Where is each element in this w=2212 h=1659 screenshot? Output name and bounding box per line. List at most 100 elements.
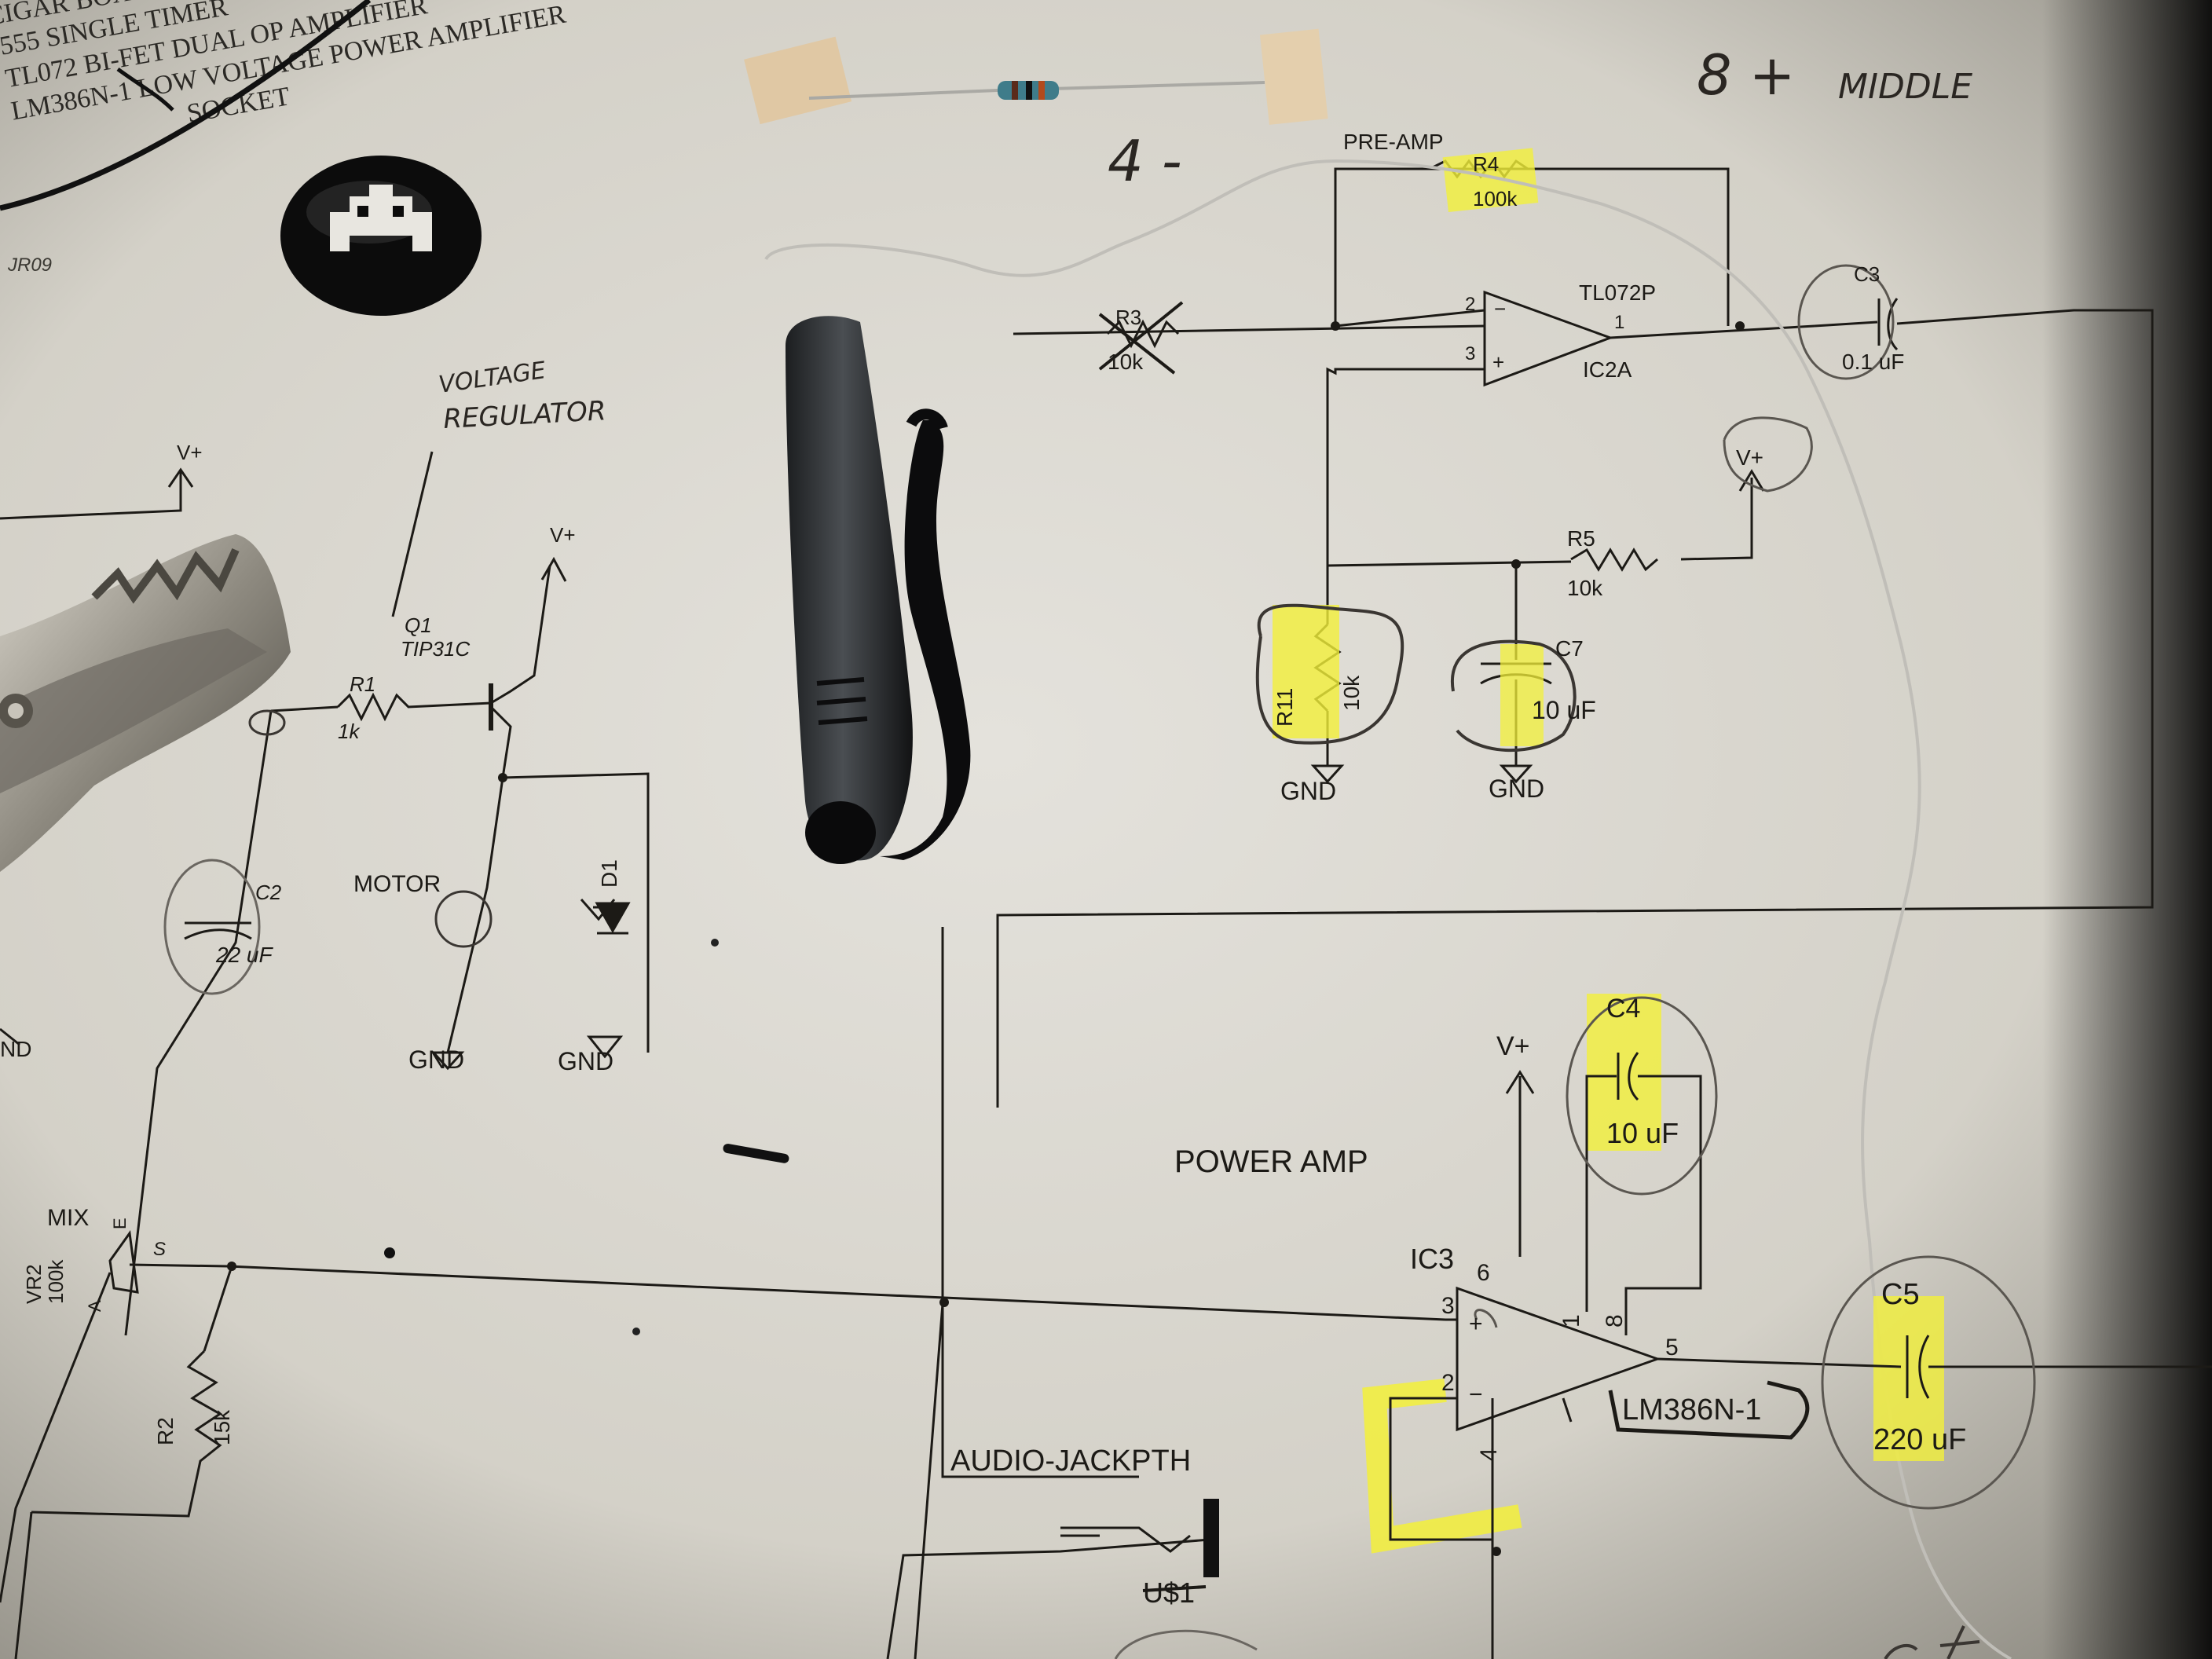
handwritten-bottom-right — [1884, 1625, 1980, 1659]
ic3-pin-3: 3 — [1441, 1293, 1455, 1319]
c4-value: 10 uF — [1606, 1117, 1679, 1149]
vr2-ref: VR2 — [22, 1264, 46, 1304]
r11-value: 10k — [1339, 675, 1364, 711]
q1-ref: Q1 — [405, 613, 432, 637]
voltage-regulator-arrow — [391, 451, 434, 617]
r3-cross-out — [1098, 301, 1184, 375]
motor-symbol — [434, 890, 493, 948]
debris-dot — [711, 939, 719, 947]
c3-ref: C3 — [1854, 262, 1880, 286]
ic2a-pin-plus: 3 — [1465, 343, 1475, 364]
preamp-schematic — [996, 159, 2154, 1108]
preamp-vplus: V+ — [1736, 445, 1763, 470]
gnd-r11: GND — [1280, 777, 1336, 805]
ic3-pin-2: 2 — [1441, 1370, 1455, 1396]
ic3-pin-6: 6 — [1477, 1260, 1490, 1286]
r4-value: 100k — [1473, 187, 1518, 211]
lm386-outline-scribble — [1608, 1380, 1810, 1440]
space-invader-badge — [280, 156, 482, 316]
gnd-d1: GND — [558, 1047, 613, 1075]
black-cable-2 — [116, 67, 174, 112]
r3-ref: R3 — [1115, 306, 1141, 329]
ic3-pin-8: 8 — [1602, 1314, 1628, 1328]
mix-label: MIX — [47, 1205, 89, 1231]
audio-jack-ref: U$1 — [1143, 1577, 1195, 1609]
highlight-c4 — [1587, 994, 1661, 1151]
black-pen — [786, 316, 971, 864]
r4-ref: R4 — [1473, 152, 1499, 176]
q1-part: TIP31C — [401, 637, 470, 661]
bottom-arc — [1114, 1629, 1258, 1659]
highlight-r4 — [1442, 148, 1539, 213]
ic3-pin-4: 4 — [1476, 1448, 1502, 1461]
c2-value: 22 uF — [215, 943, 273, 967]
r5-value: 10k — [1567, 576, 1603, 600]
c7-ref: C7 — [1555, 636, 1584, 661]
r11-ref: R11 — [1273, 688, 1297, 727]
ic2a-ref: IC2A — [1583, 357, 1632, 382]
c4-ref: C4 — [1606, 994, 1640, 1024]
d1-symbol — [595, 902, 631, 935]
vplus-left: V+ — [177, 441, 203, 464]
junction-dot — [1492, 1547, 1501, 1556]
r3-value: 10k — [1108, 350, 1144, 374]
part-ref-jr09: JR09 — [7, 255, 52, 276]
mix-pin-s: S — [153, 1239, 166, 1260]
r1-ref: R1 — [350, 672, 375, 696]
power-amp-title: POWER AMP — [1174, 1144, 1368, 1179]
audio-jack-label: AUDIO-JACKPTH — [950, 1445, 1191, 1478]
highlight-c7 — [1500, 644, 1544, 746]
pencil-circles — [1255, 264, 1895, 753]
mix-pin-a: A — [85, 1300, 104, 1312]
highlight-pin2-loop — [1362, 1379, 1522, 1554]
ic3-pin-1: 1 — [1558, 1314, 1584, 1328]
handwritten-8-plus: 8 + — [1697, 43, 1795, 108]
junction-dot — [498, 773, 507, 782]
opamp-minus-sign: − — [1494, 297, 1506, 320]
c7-value: 10 uF — [1532, 696, 1596, 724]
junction-dot — [1511, 559, 1521, 569]
junction-circle — [248, 709, 286, 736]
power-amp-vplus: V+ — [1496, 1031, 1530, 1061]
handwritten-4-minus: 4 - — [1108, 128, 1182, 194]
power-amp-schematic — [1389, 1052, 2212, 1659]
c3-value: 0.1 uF — [1842, 350, 1904, 374]
highlight-c5 — [1873, 1296, 1944, 1461]
d1-label: D1 — [597, 859, 621, 888]
audio-jack-symbol — [886, 1526, 1210, 1659]
r2-ref: R2 — [153, 1417, 178, 1445]
c5-value: 220 uF — [1873, 1423, 1966, 1456]
junction-dot — [1735, 321, 1745, 331]
debris-dot — [384, 1247, 395, 1258]
right-shadow — [2042, 0, 2212, 1659]
gnd-motor: GND — [408, 1046, 464, 1074]
junction-dot — [227, 1262, 236, 1271]
gnd-c7: GND — [1489, 775, 1544, 803]
junction-dot — [939, 1298, 949, 1307]
mix-pin-e: E — [110, 1218, 130, 1229]
tl072-part: TL072P — [1579, 280, 1656, 305]
c5-ref: C5 — [1881, 1278, 1920, 1311]
preamp-title: PRE-AMP — [1343, 130, 1444, 154]
ic3-pin-5: 5 — [1665, 1335, 1679, 1361]
motor-label: MOTOR — [353, 871, 441, 897]
opamp-plus-sign: + — [1492, 350, 1504, 374]
audio-jack-bar — [1203, 1499, 1219, 1577]
jack-ref-scribble — [1142, 1585, 1207, 1592]
junction-dot — [1331, 321, 1340, 331]
debris-black — [723, 1144, 789, 1163]
ic3-plus-sign: + — [1469, 1311, 1483, 1337]
highlight-r11 — [1273, 605, 1339, 738]
pencil-circle-c2 — [163, 859, 261, 995]
r2-value: 15k — [210, 1409, 234, 1445]
vplus-q1: V+ — [550, 523, 576, 547]
ic3-ref: IC3 — [1410, 1243, 1454, 1275]
gnd-left: ND — [0, 1037, 31, 1061]
handwritten-middle: MIDDLE — [1838, 67, 1972, 107]
taped-resistor — [744, 28, 1328, 125]
lm386-part: LM386N-1 — [1622, 1393, 1761, 1426]
ic3-minus-sign: − — [1469, 1382, 1483, 1408]
r5-ref: R5 — [1567, 526, 1595, 551]
ic2a-pin-minus: 2 — [1465, 294, 1475, 315]
